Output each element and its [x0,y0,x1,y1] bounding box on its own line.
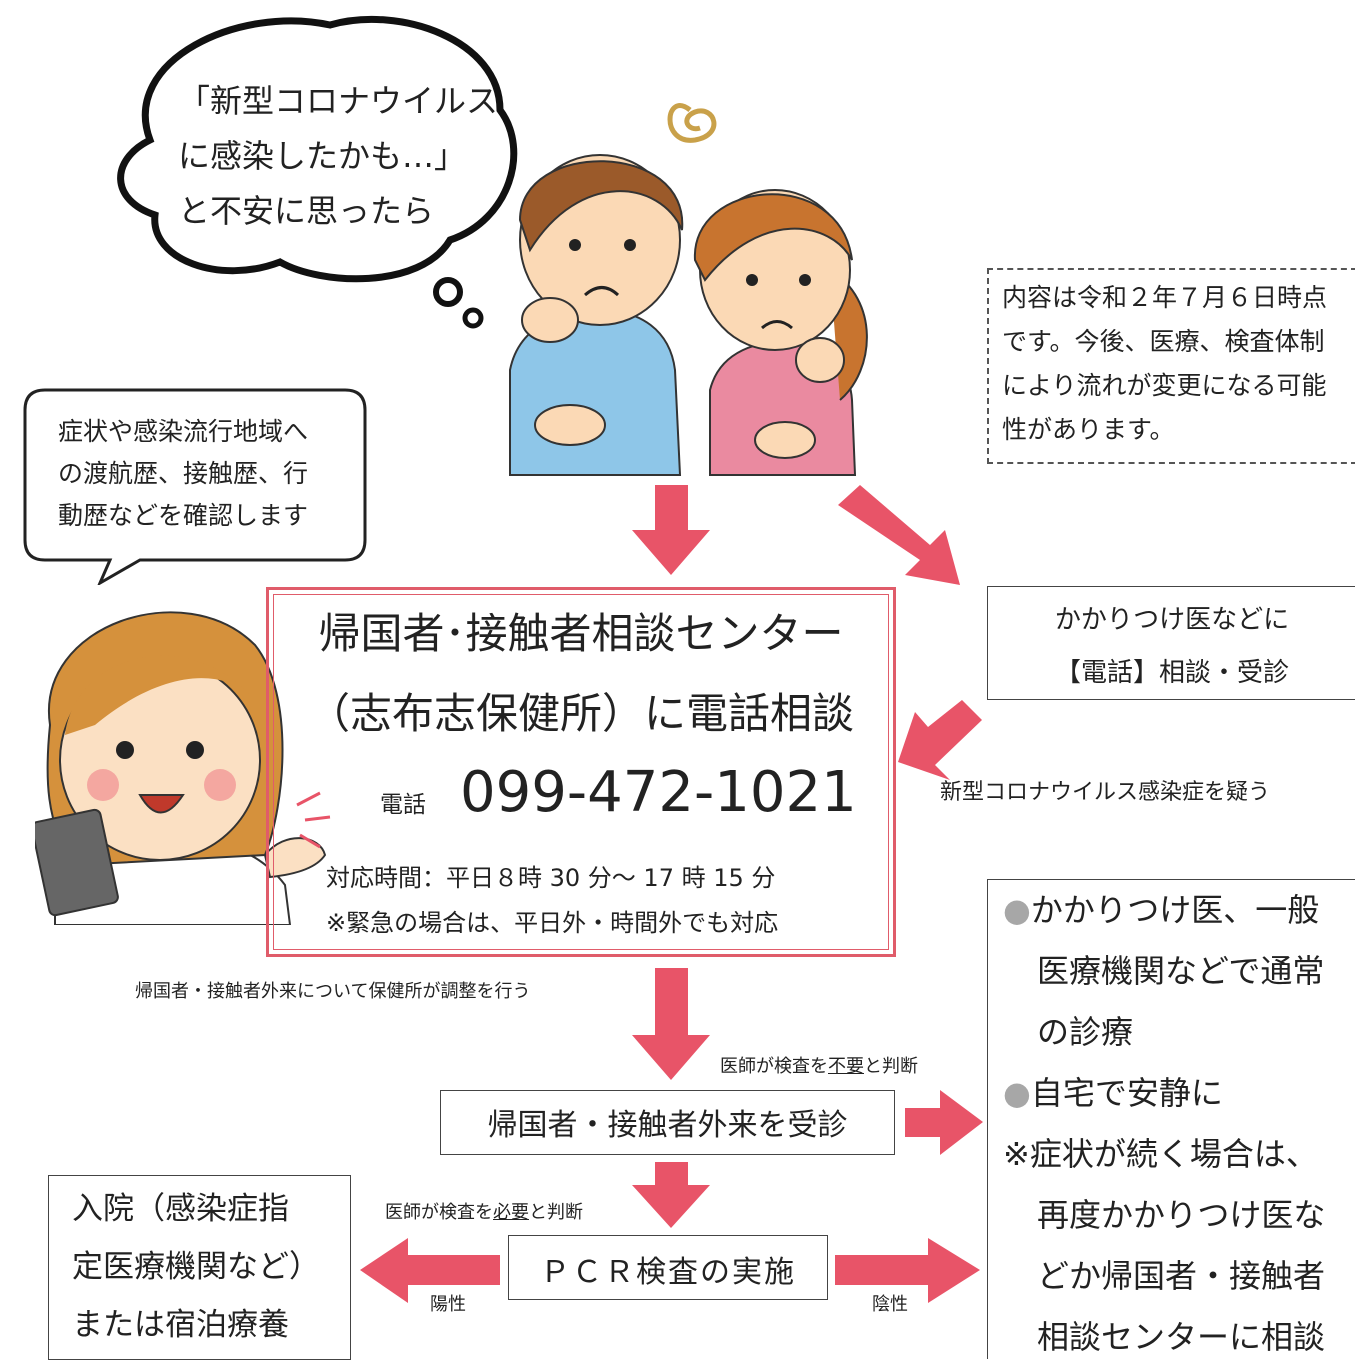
routine-care-box [987,879,1355,1359]
speech-bubble [23,388,367,585]
speech-line: の渡航歴、接触歴、行 [58,459,309,488]
note-line: により流れが変更になる可能 [1002,371,1327,400]
speech-line: 動歴などを確認します [58,501,309,530]
outpatient-visit-box [440,1090,895,1155]
speech-line: 症状や感染流行地域へ [58,417,309,446]
disclaimer-note-box [987,268,1355,464]
gp-consult-box [987,586,1355,700]
arrow-center-to-visit [632,968,710,1080]
worried-couple-illustration [509,103,868,476]
note-line2: 再度かかりつけ医な [1037,1196,1326,1234]
item1-line3: の診療 [1037,1013,1134,1051]
arrow-pcr-to-hospital [360,1238,500,1303]
thought-line: と不安に思ったら [178,192,435,230]
note-line: 性があります。 [1002,415,1175,444]
item2-text: 自宅で安静に [1030,1074,1223,1112]
pcr-test-box [508,1235,828,1300]
center-title-line2: （志布志保健所）に電話相談 [307,689,854,738]
note-line: です。今後、医療、検査体制 [1002,327,1325,356]
arrow-visit-to-home [905,1090,983,1155]
arrow-pcr-to-home [835,1238,980,1303]
test-needed-label: 医師が検査を必要と判断 [385,1202,583,1223]
nurse-illustration [35,611,331,925]
item1-line2: 医療機関などで通常 [1037,952,1325,990]
phone-number[interactable]: 099-472-1021 [460,760,857,825]
gp-line1: かかりつけ医などに [1054,605,1290,635]
arrow-couple-to-gp [838,485,960,585]
note-line4: 相談センターに相談 [1037,1318,1326,1356]
hosp-line: 定医療機関など） [72,1249,320,1285]
pcr-test-text: ＰＣＲ検査の実施 [540,1255,796,1290]
speech-bubble-text: 症状や感染流行地域へ の渡航歴、接触歴、行 動歴などを確認します [58,411,358,537]
hosp-line: または宿泊療養 [72,1307,289,1343]
test-unneeded-label: 医師が検査を不要と判断 [720,1056,918,1077]
bullet-icon: ● [1003,891,1031,929]
emergency-note: ※緊急の場合は、平日外・時間外でも対応 [326,909,779,937]
office-hours: 対応時間：平日８時 30 分～ 17 時 15 分 [326,864,776,892]
note-line1: ※症状が続く場合は、 [1003,1135,1318,1173]
consultation-center-box [266,587,896,957]
phone-label: 電話 [380,792,426,818]
thought-line: に感染したかも…」 [178,137,467,175]
outpatient-visit-text: 帰国者・接触者外来を受診 [487,1108,848,1143]
note-line: 内容は令和２年７月６日時点 [1002,283,1328,312]
hosp-line: 入院（感染症指 [72,1191,289,1227]
note-line3: どか帰国者・接触者 [1037,1257,1326,1295]
arrow-couple-to-center [632,485,710,575]
bullet-icon: ● [1003,1074,1031,1112]
suspect-covid-label: 新型コロナウイルス感染症を疑う [940,780,1271,805]
negative-label: 陰性 [872,1294,908,1315]
center-title-line1: 帰国者･接触者相談センター [318,609,844,658]
hospitalization-text: 入院（感染症指 定医療機関など） または宿泊療養 [72,1180,352,1354]
adjust-label: 帰国者・接触者外来について保健所が調整を行う [135,981,531,1002]
routine-care-text: ●かかりつけ医、一般 医療機関などで通常 の診療 ●自宅で安静に ※症状が続く場… [1003,880,1355,1368]
arrow-gp-to-center [898,700,982,780]
disclaimer-note-text: 内容は令和２年７月６日時点 です。今後、医療、検査体制 により流れが変更になる可… [1002,276,1355,452]
thought-line: 「新型コロナウイルス [178,82,499,120]
positive-label: 陽性 [430,1294,466,1315]
thought-bubble-text: 「新型コロナウイルス に感染したかも…」 と不安に思ったら [178,74,498,239]
arrow-visit-to-pcr [632,1162,710,1228]
item1-line1: かかりつけ医、一般 [1030,891,1320,929]
gp-line2: 【電話】相談・受診 [1054,658,1289,688]
